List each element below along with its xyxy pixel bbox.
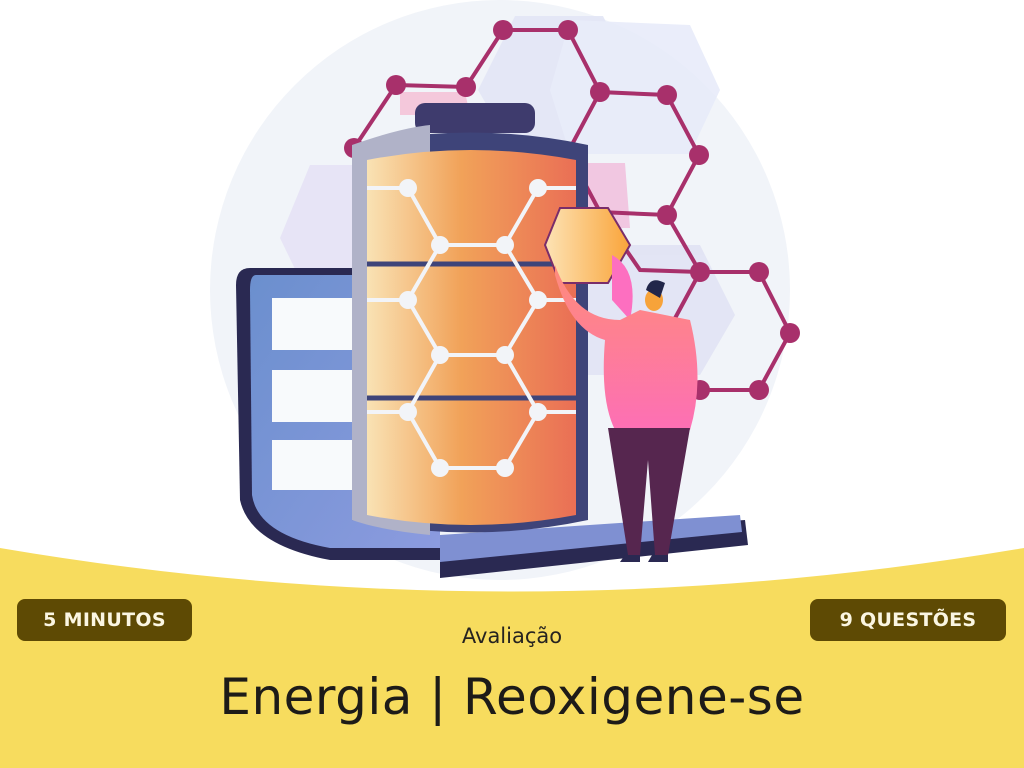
questions-count-badge: 9 QUESTÕES (810, 599, 1006, 641)
duration-badge: 5 MINUTOS (17, 599, 192, 641)
energy-battery-illustration (210, 0, 800, 580)
page-title: Energia | Reoxigene-se (219, 668, 805, 726)
assessment-label: Avaliação (461, 624, 563, 648)
battery-icon (352, 103, 588, 535)
